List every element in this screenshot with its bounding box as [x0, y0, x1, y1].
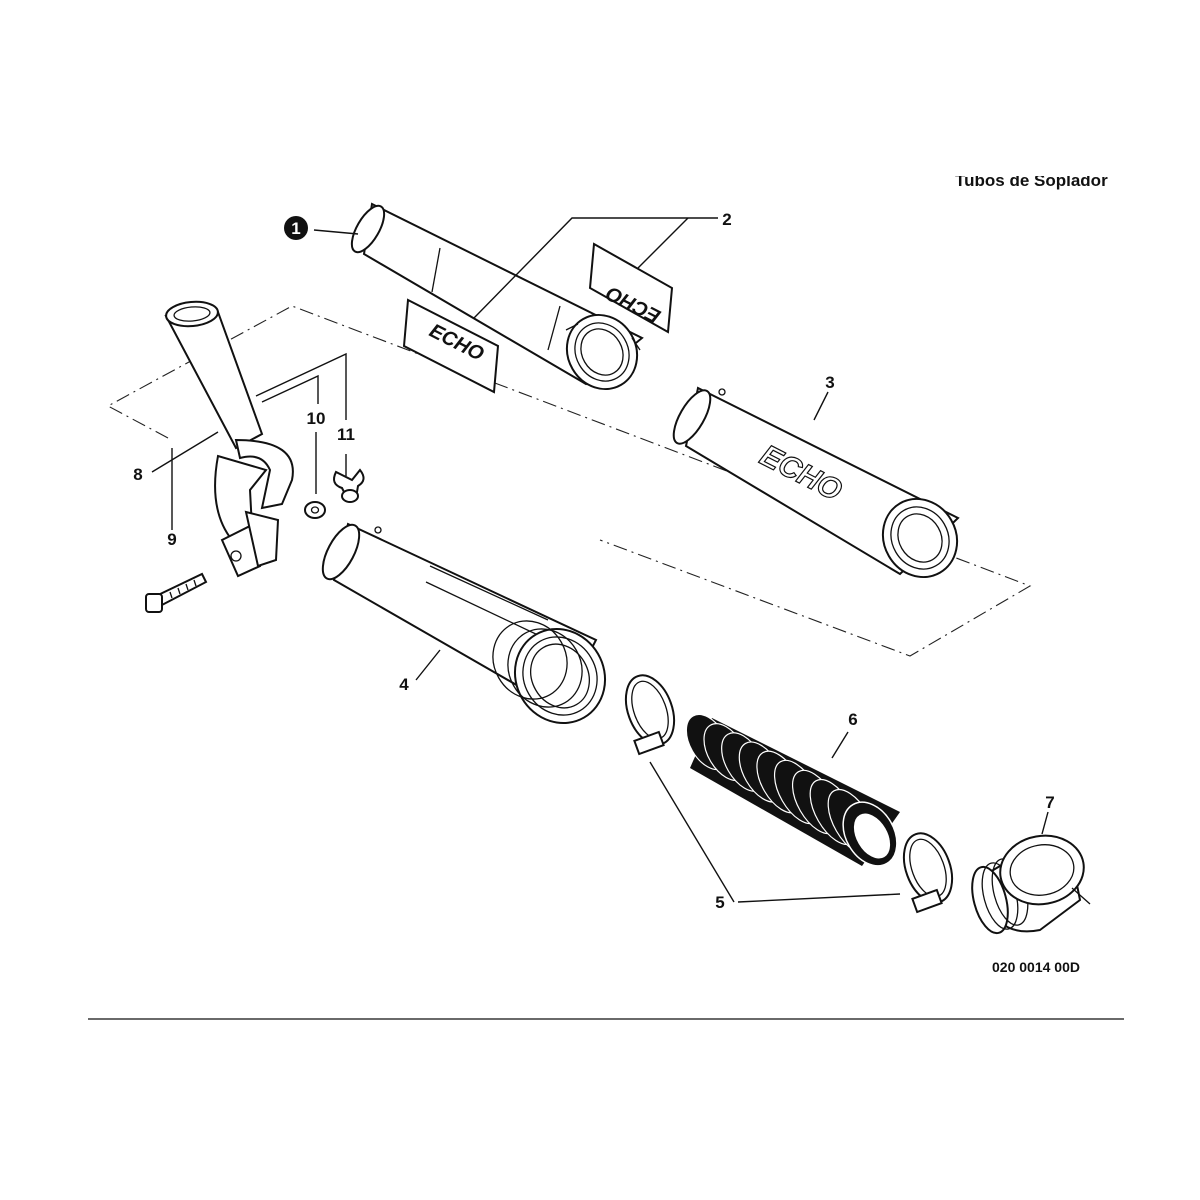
callout-1-badge	[284, 216, 308, 240]
handle-part-8	[164, 300, 294, 578]
callout-11: 11	[337, 425, 355, 444]
hose-clamp-lower-part-5	[902, 832, 954, 914]
callout-4: 4	[399, 675, 409, 694]
upper-pipe-part-1	[350, 202, 644, 391]
callout-2: 2	[722, 210, 731, 229]
lower-pipe-part-4	[321, 522, 607, 725]
callout-5: 5	[715, 893, 724, 912]
figure-code: 020 0014 00D	[992, 959, 1080, 975]
callouts: 1 2 3 4 5 6 7 8 9 10 11	[133, 210, 1054, 912]
hose-clamp-upper-part-5	[624, 674, 676, 756]
assembly-outline	[106, 305, 1032, 657]
callout-9: 9	[167, 530, 176, 549]
flex-hose-part-6	[685, 713, 900, 867]
washer-part-10	[304, 501, 326, 519]
callout-10: 10	[307, 409, 326, 428]
elbow-connector-part-7	[971, 834, 1091, 935]
callout-1: 1	[291, 219, 300, 238]
callout-3: 3	[825, 373, 834, 392]
callout-6: 6	[848, 710, 857, 729]
middle-pipe-part-3: ECHO	[672, 386, 960, 579]
wing-nut-part-11	[333, 468, 365, 503]
callout-7: 7	[1045, 793, 1054, 812]
callout-8: 8	[133, 465, 142, 484]
leader-lines	[151, 217, 1049, 903]
bolt-part-9	[145, 572, 208, 613]
